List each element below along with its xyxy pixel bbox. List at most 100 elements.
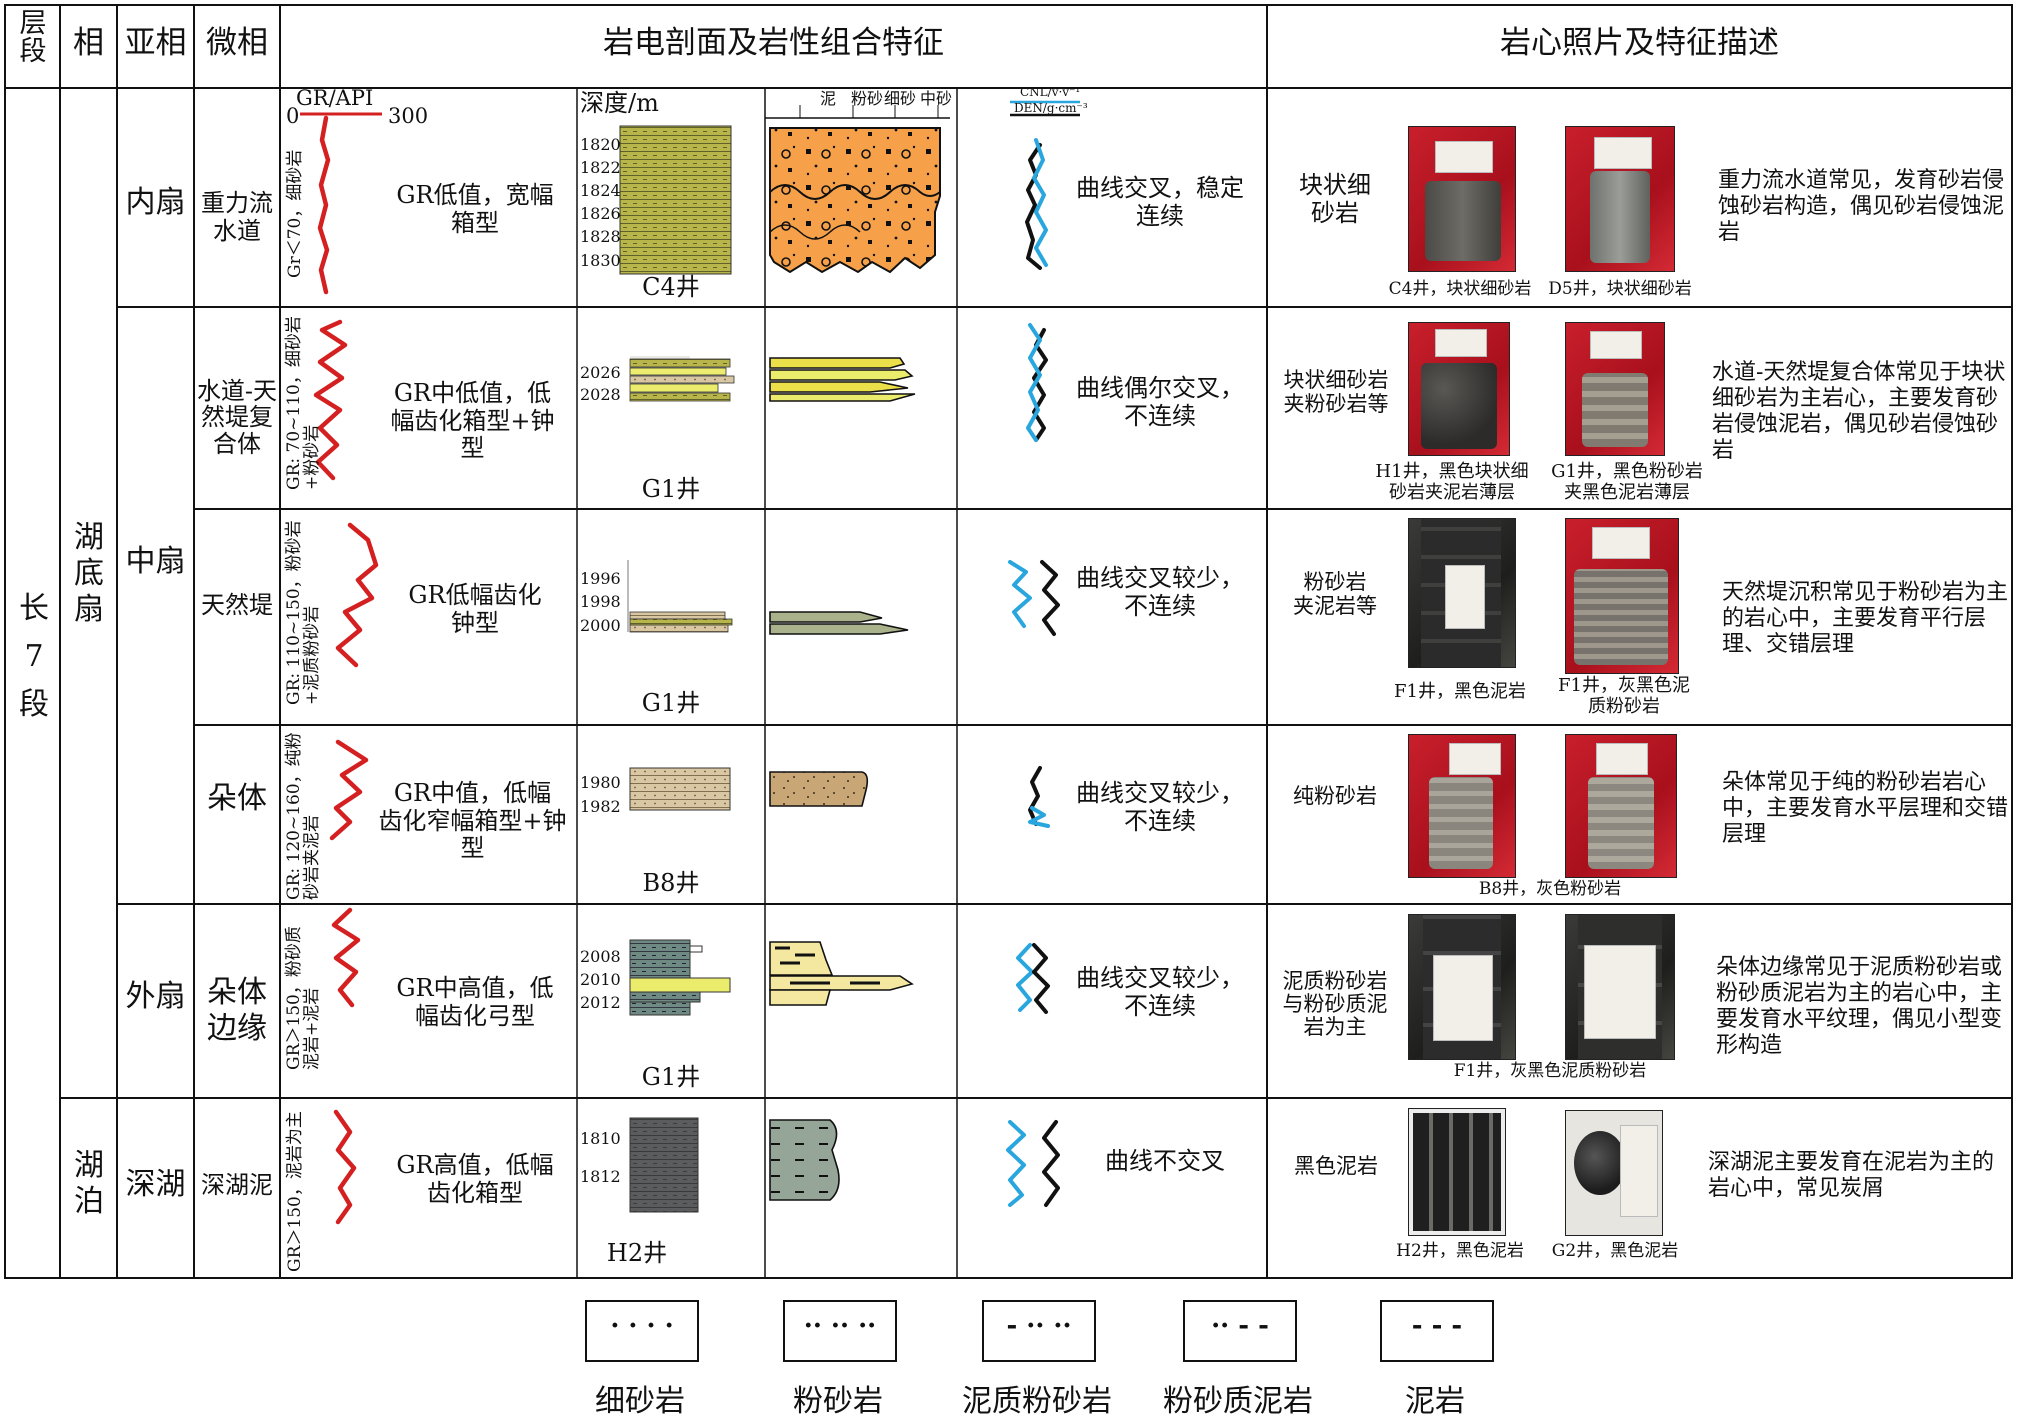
gr-axis-max: 300	[388, 104, 429, 128]
lithology-yellow-interbeds	[769, 357, 916, 402]
gr-desc-row5: GR中高值，低 幅齿化弓型	[396, 974, 554, 1030]
lith-column-g1-c	[629, 939, 731, 1016]
core-photo-b8-b	[1565, 734, 1677, 878]
core-photo-h2	[1408, 1108, 1506, 1236]
lithology-mud-block	[769, 1119, 840, 1201]
gr-range-row2: GR: 70~110，细砂岩+粉砂岩	[284, 316, 322, 490]
log-desc-row1: 曲线交叉，稳定 连续	[1076, 174, 1244, 230]
core-type-row2: 块状细砂岩 夹粉砂岩等	[1283, 368, 1389, 417]
core-desc-row5: 朵体边缘常见于泥质粉砂岩或粉砂质泥岩为主的岩心中，主要发育水平纹理，偶见小型变形…	[1716, 955, 2003, 1058]
cnl-curve-row5	[1016, 943, 1034, 1012]
gr-curve-row2	[313, 319, 348, 481]
well-row3: G1井	[641, 689, 701, 717]
den-curve-row1	[1025, 143, 1042, 270]
micro-row6: 深湖泥	[201, 1171, 273, 1199]
core-photo-d5	[1565, 126, 1675, 272]
subfacies-deep: 深湖	[125, 1167, 186, 1202]
gr-desc-row3: GR低幅齿化 钟型	[408, 581, 542, 637]
legend-label-fine-sandstone: 细砂岩	[595, 1384, 685, 1419]
core-photo-f1-d	[1565, 914, 1675, 1060]
cnl-curve-row4	[1028, 806, 1050, 828]
log-desc-row5: 曲线交叉较少， 不连续	[1076, 964, 1244, 1020]
well-row6: H2井	[606, 1239, 668, 1267]
lithology-striped-wedge	[769, 941, 914, 1006]
log-desc-row2: 曲线偶尔交叉， 不连续	[1076, 374, 1244, 430]
subfacies-middle: 中扇	[125, 544, 186, 579]
legend-label-argillaceous-siltstone: 泥质粉砂岩	[962, 1384, 1112, 1419]
header-subfacies: 亚相	[124, 25, 187, 61]
gr-range-row5: GR＞150，粉砂质泥岩+泥岩	[284, 926, 322, 1070]
well-row4: B8井	[642, 869, 700, 897]
gr-range-row1: Gr＜70，细砂岩	[285, 149, 305, 278]
gr-curve-row4	[329, 739, 369, 841]
header-layer: 层段	[19, 8, 47, 68]
well-row5: G1井	[641, 1063, 701, 1091]
lithology-green-tongues	[769, 611, 909, 635]
micro-row2: 水道-天 然堤复 合体	[196, 377, 278, 458]
core-desc-row4: 朵体常见于纯的粉砂岩岩心中，主要发育水平层理和交错层理	[1722, 770, 2009, 847]
photo-caption-row6-b: G2井，黑色泥岩	[1551, 1241, 1679, 1261]
den-label: DEN/g·cm⁻³	[1014, 101, 1088, 115]
core-photo-g1-a	[1565, 322, 1665, 456]
gr-axis-label: GR/API	[296, 86, 374, 110]
core-desc-row3: 天然堤沉积常见于粉砂岩为主的岩心中，主要发育平行层理、交错层理	[1722, 580, 2009, 657]
lithology-silt-block	[769, 771, 869, 807]
gr-curve-row6	[333, 1109, 357, 1225]
gr-curve-row5	[331, 907, 361, 1008]
log-desc-row4: 曲线交叉较少， 不连续	[1076, 779, 1244, 835]
den-curve-row3	[1040, 560, 1060, 636]
depth-header: 深度/m	[580, 89, 659, 117]
core-photo-f1-a	[1408, 518, 1516, 668]
subfacies-inner: 内扇	[125, 185, 186, 220]
legend-silty-mudstone: ·· - -	[1183, 1300, 1297, 1362]
legend-argillaceous-siltstone: - ·· ··	[982, 1300, 1096, 1362]
legend-label-mudstone: 泥岩	[1405, 1384, 1465, 1419]
legend-fine-sandstone: · · · ·	[585, 1300, 699, 1362]
photo-caption-row1-a: C4井，块状细砂岩	[1388, 279, 1532, 299]
cnl-curve-row6	[1006, 1120, 1026, 1207]
header-profile: 岩电剖面及岩性组合特征	[603, 25, 944, 61]
photo-caption-row5: F1井，灰黑色泥质粉砂岩	[1453, 1061, 1647, 1081]
facies-lake: 湖泊	[74, 1148, 104, 1219]
header-core: 岩心照片及特征描述	[1500, 25, 1779, 61]
gr-desc-row1: GR低值，宽幅 箱型	[396, 181, 554, 237]
lith-column-g1-a	[629, 356, 735, 402]
legend-label-siltstone: 粉砂岩	[793, 1384, 883, 1419]
micro-row5: 朵体 边缘	[207, 975, 267, 1046]
core-photo-f1-c	[1408, 914, 1516, 1060]
core-photo-g2	[1565, 1110, 1663, 1236]
photo-caption-row4: B8井，灰色粉砂岩	[1478, 879, 1622, 899]
header-facies: 相	[73, 25, 104, 61]
micro-row4: 朵体	[207, 781, 267, 816]
core-type-row4: 纯粉砂岩	[1293, 784, 1377, 808]
core-type-row1: 块状细 砂岩	[1299, 171, 1371, 227]
log-desc-row3: 曲线交叉较少， 不连续	[1076, 564, 1244, 620]
den-curve-row6	[1042, 1120, 1060, 1207]
photo-caption-row2-a: H1井，黑色块状细砂岩夹泥岩薄层	[1375, 461, 1529, 503]
cnl-label: CNL/v·v⁻¹	[1020, 85, 1081, 99]
photo-caption-row1-b: D5井，块状细砂岩	[1548, 279, 1692, 299]
micro-row3: 天然堤	[201, 591, 273, 619]
well-row2: G1井	[641, 475, 701, 503]
gr-curve-row3	[335, 522, 379, 668]
well-row1: C4井	[642, 273, 700, 301]
core-desc-row6: 深湖泥主要发育在泥岩为主的岩心中，常见炭屑	[1708, 1150, 1995, 1201]
core-type-row5: 泥质粉砂岩 与粉砂质泥 岩为主	[1282, 969, 1388, 1040]
core-desc-row1: 重力流水道常见，发育砂岩侵蚀砂岩构造，偶见砂岩侵蚀泥岩	[1718, 168, 2005, 245]
legend-mudstone: - - -	[1380, 1300, 1494, 1362]
core-photo-f1-b	[1565, 518, 1679, 674]
den-curve-row4	[1028, 766, 1042, 826]
core-desc-row2: 水道-天然堤复合体常见于块状细砂岩为主岩心，主要发育砂岩侵蚀泥岩，偶见砂岩侵蚀砂…	[1712, 360, 2006, 463]
micro-row1: 重力流 水道	[201, 189, 273, 245]
gr-desc-row4: GR中值，低幅 齿化窄幅箱型+钟 型	[378, 779, 567, 863]
core-photo-h1	[1408, 322, 1510, 456]
layer-label: 长 7 段	[19, 591, 49, 722]
den-curve-row5	[1032, 943, 1050, 1014]
facies-lake-fan: 湖底扇	[74, 520, 104, 627]
gr-range-row3: GR: 110~150，粉砂岩+泥质粉砂岩	[284, 520, 322, 705]
cnl-curve-row3	[1008, 560, 1032, 628]
header-microfacies: 微相	[206, 25, 268, 61]
core-photo-b8-a	[1408, 734, 1516, 878]
cnl-curve-row2	[1026, 323, 1042, 442]
